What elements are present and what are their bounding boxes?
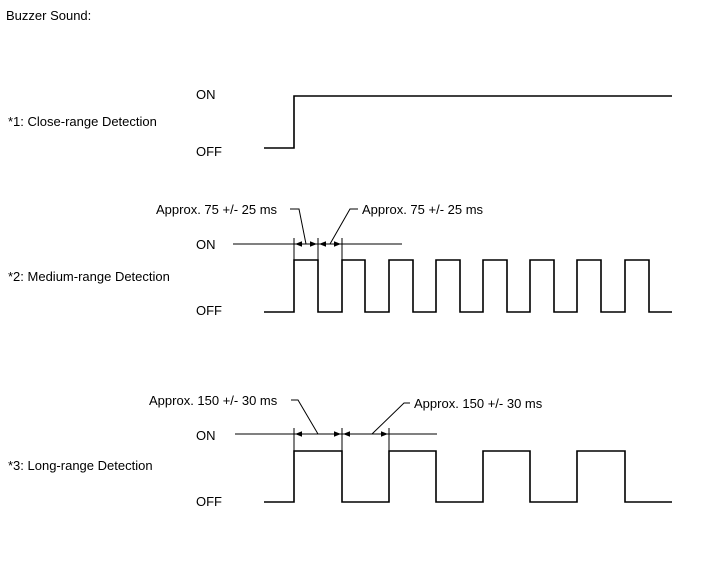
row2-on-label: ON: [196, 237, 216, 252]
row3-on-label: ON: [196, 428, 216, 443]
row2-leader-low: [329, 208, 358, 245]
row1-off-label: OFF: [196, 144, 222, 159]
row1-on-label: ON: [196, 87, 216, 102]
row3-off-label: OFF: [196, 494, 222, 509]
row2-annotation-high: Approx. 75 +/- 25 ms: [156, 202, 278, 217]
row1-label: *1: Close-range Detection: [8, 114, 157, 129]
row2-leader-high: [290, 208, 307, 245]
row3-annotation-low: Approx. 150 +/- 30 ms: [414, 396, 543, 411]
row2-off-label: OFF: [196, 303, 222, 318]
row2-annotation-low: Approx. 75 +/- 25 ms: [362, 202, 484, 217]
row1-waveform: [264, 95, 672, 149]
diagram-title: Buzzer Sound:: [6, 8, 92, 23]
row2-waveform: [264, 259, 672, 313]
row3-leader-low: [371, 402, 410, 435]
row3-leader-high: [291, 399, 319, 435]
row2-label: *2: Medium-range Detection: [8, 269, 170, 284]
row3-annotation-high: Approx. 150 +/- 30 ms: [149, 393, 278, 408]
row3-label: *3: Long-range Detection: [8, 458, 153, 473]
row3-waveform: [264, 450, 672, 503]
